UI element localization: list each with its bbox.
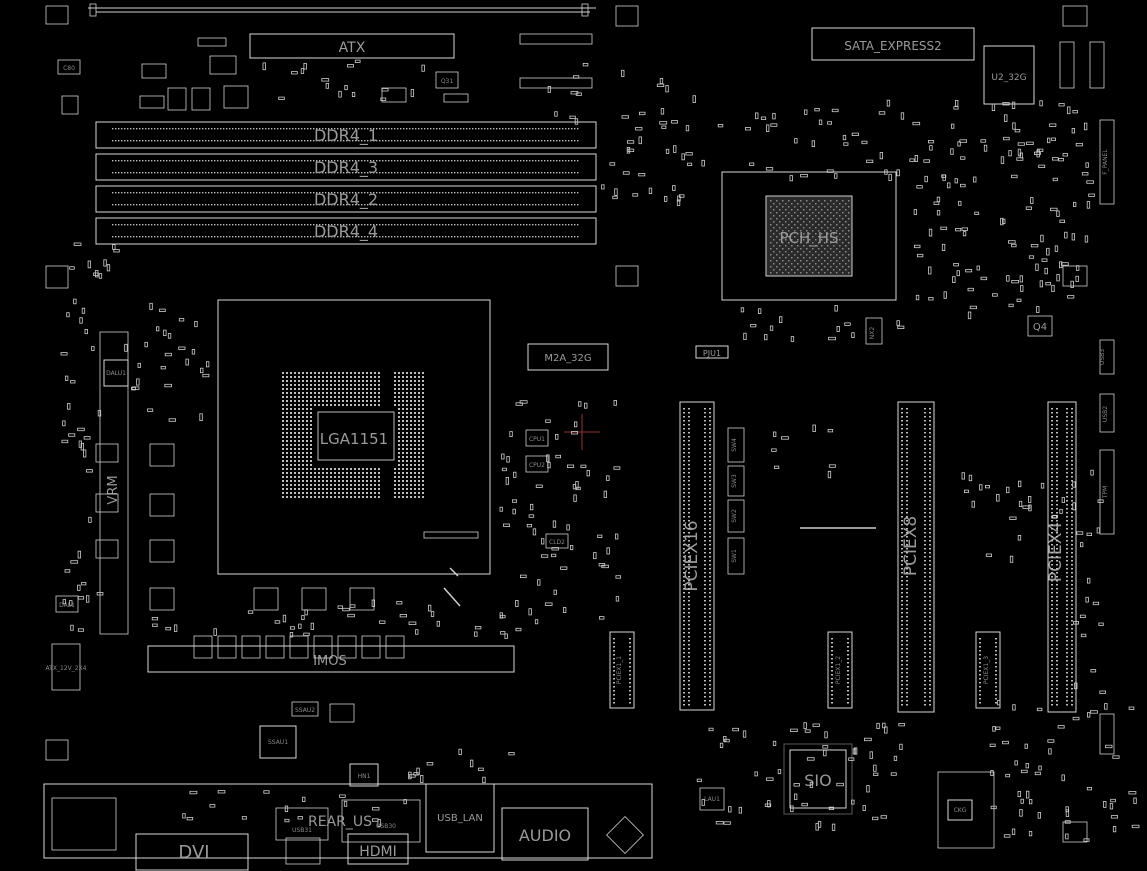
cpu2-label: CPU2: [529, 462, 545, 469]
pju1-label: PJU1: [703, 349, 721, 358]
rear-us-label: REAR_US: [308, 814, 372, 830]
q4-label: Q4: [1033, 322, 1047, 333]
pciex8-label: PCIEX8: [901, 516, 921, 576]
ddr-slot-2: DDR4_3: [95, 153, 597, 181]
cpu-socket: LGA1151: [217, 299, 491, 575]
top-headers: Q31 C80: [57, 33, 593, 115]
ddr-label: DDR4_3: [314, 158, 378, 178]
ckg-label: CKG: [954, 807, 967, 814]
front-panel-header: F_PANEL TPM: [1059, 41, 1115, 755]
ddr-label: DDR4_4: [314, 222, 378, 242]
pciex1-3-label: PCIEX1_3: [983, 656, 990, 684]
ddr-label: DDR4_1: [314, 126, 378, 146]
cpu-socket-label: LGA1151: [320, 430, 388, 448]
audio-label: AUDIO: [519, 826, 571, 845]
pciex16-label: PCIEX16: [682, 520, 702, 591]
top-rail: [88, 3, 596, 17]
sw3-label: SW3: [731, 474, 738, 488]
c80-label: C80: [63, 65, 75, 72]
pch-chip: PCH_HS: [721, 171, 897, 301]
usb3-label: USB3: [1099, 349, 1106, 365]
usb30-label: USB30: [376, 823, 396, 830]
usb31-label: USB31: [292, 827, 312, 834]
f-panel-label: F_PANEL: [1102, 149, 1109, 175]
u2-label: U2_32G: [991, 73, 1026, 83]
cld2-label: CLD2: [549, 539, 565, 546]
sata-express: SATA_EXPRESS2 U2_32G: [811, 27, 1035, 105]
atx-connector: ATX: [249, 33, 455, 59]
usb2-label: USB2: [1102, 406, 1109, 422]
imos-label: IMOS: [313, 654, 347, 669]
ddr-slot-1: DDR4_1: [95, 121, 597, 149]
sio-label: SIO: [804, 771, 831, 790]
ddr-label: DDR4_2: [314, 190, 378, 210]
tpm-label: TPM: [1102, 486, 1109, 499]
mounting-holes: [45, 5, 1088, 843]
q31-label: Q31: [441, 78, 454, 85]
atx-12v-label: ATX_12V_2X4: [46, 665, 87, 672]
ssau-chips: SSAU1 SSAU2 HN1: [259, 701, 379, 787]
sw1-label: SW1: [731, 549, 738, 563]
pciex1-1-label: PCIEX1_1: [616, 656, 623, 684]
sw2-label: SW2: [731, 509, 738, 523]
pciex1-2-label: PCIEX1_2: [835, 656, 842, 684]
ssau2-label: SSAU2: [295, 707, 315, 714]
left-power: DAL1 ATX_12V_2X4: [46, 595, 87, 691]
mid-components: NX2 PJU1 M2A_32G CPU1 CPU2 CLD2: [443, 317, 883, 607]
imos-strip: IMOS: [147, 635, 515, 673]
ddr-slot-3: DDR4_2: [95, 185, 597, 213]
lau1-label: LAU1: [704, 796, 720, 803]
vrm-label: VRM: [106, 475, 121, 504]
ssau1-label: SSAU1: [268, 739, 288, 746]
m2a-label: M2A_32G: [544, 353, 591, 364]
ddr-slot-4: DDR4_4: [95, 217, 597, 245]
usb-lan-label: USB_LAN: [437, 813, 483, 824]
dvi-label: DVI: [178, 842, 209, 863]
vrm-area: VRM DALU1: [95, 331, 375, 635]
hn1-label: HN1: [358, 773, 371, 780]
q4-component: Q4: [1027, 315, 1053, 337]
nx2-label: NX2: [869, 327, 876, 340]
hdmi-label: HDMI: [359, 844, 397, 860]
dal1-label: DAL1: [59, 602, 75, 609]
pcie-slots: PCIEX16 PCIEX8 PCIEX4 PCIEX1_1 PCIEX1_2 …: [609, 401, 1077, 713]
usb-headers: USB3 USB2: [1099, 349, 1109, 422]
pch-label: PCH_HS: [779, 229, 838, 248]
sio-chip: SIO CKG LAU1: [699, 743, 995, 849]
switches: SW4 SW3 SW2 SW1: [727, 427, 745, 575]
sata-express-label: SATA_EXPRESS2: [844, 39, 942, 53]
atx-label: ATX: [339, 40, 366, 56]
passive-components: [60, 59, 1140, 842]
sw4-label: SW4: [731, 438, 738, 452]
cpu1-label: CPU1: [529, 436, 545, 443]
rear-io: DVI USB31 REAR_US USB30 HDMI USB_LAN AUD…: [43, 783, 653, 871]
dalu1-label: DALU1: [106, 370, 126, 377]
